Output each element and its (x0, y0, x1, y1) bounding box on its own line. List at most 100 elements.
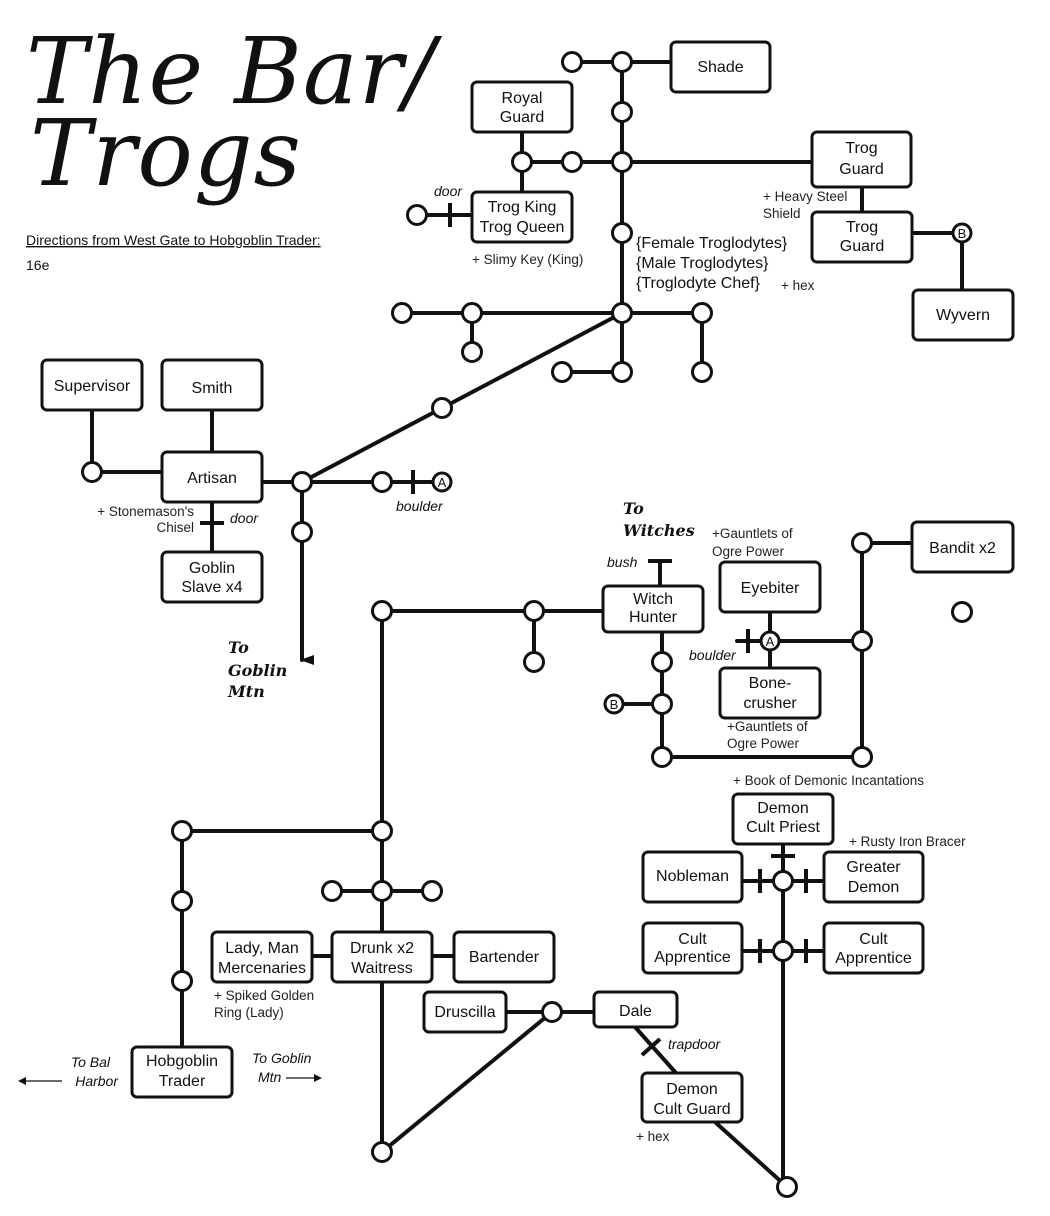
room-trog-king-label-2: Trog Queen (480, 219, 565, 236)
to-goblin-mtn-line2: Goblin (228, 661, 287, 680)
room-artisan-label: Artisan (187, 470, 237, 487)
to-bal-harbor-line2: Harbor (75, 1073, 119, 1089)
note-gauntlets-2a: +Gauntlets of (727, 719, 808, 734)
room-witch-hunter-label-1: Witch (633, 591, 673, 608)
room-supervisor-label: Supervisor (54, 378, 131, 395)
svg-text:A: A (438, 475, 447, 490)
room-goblin-slave-label-2: Slave x4 (181, 579, 242, 596)
room-lady-man-label-2: Mercenaries (218, 960, 306, 977)
monster-group: {Female Troglodytes} {Male Troglodytes} … (636, 235, 788, 292)
arrow-left-bal-harbor (18, 1077, 62, 1085)
note-hex-guard: + hex (636, 1129, 670, 1144)
room-hobgoblin-trader: Hobgoblin Trader (130, 1045, 234, 1099)
to-witches-line1: To (623, 499, 644, 518)
room-demon-cult-guard-label-2: Cult Guard (653, 1101, 730, 1118)
room-royal-guard-label-1: Royal (502, 90, 543, 107)
note-chisel-1: + Stonemason's (97, 504, 194, 519)
room-goblin-slave-label-1: Goblin (189, 560, 235, 577)
room-trog-guard-2: Trog Guard (810, 210, 914, 264)
room-eyebiter: Eyebiter (718, 560, 822, 614)
note-gauntlets-1a: +Gauntlets of (712, 526, 793, 541)
room-smith: Smith (160, 358, 264, 412)
room-dale-label: Dale (619, 1003, 652, 1020)
directions-value: 16e (26, 257, 50, 273)
marker-a-boulder: A (431, 471, 453, 493)
room-eyebiter-label: Eyebiter (741, 580, 800, 597)
boulder-label-1: boulder (396, 498, 444, 514)
room-trog-guard-2-label-2: Guard (840, 238, 884, 255)
room-cult-apprentice-1: Cult Apprentice (641, 921, 744, 975)
room-shade: Shade (669, 40, 772, 94)
svg-text:B: B (958, 226, 967, 241)
note-gauntlets-1b: Ogre Power (712, 544, 785, 559)
map-title-line2: Trogs (30, 100, 302, 207)
room-bartender: Bartender (452, 930, 556, 984)
room-supervisor: Supervisor (40, 358, 144, 412)
room-drunk-label-2: Waitress (351, 960, 413, 977)
monster-troglodyte-chef: {Troglodyte Chef} (636, 275, 761, 292)
to-goblin-mtn-line3: Mtn (227, 682, 265, 701)
room-drunk-label-1: Drunk x2 (350, 940, 414, 957)
to-goblin-mtn-line1: To (228, 638, 249, 657)
door-label-goblin-slave: door (230, 510, 259, 526)
room-bandit: Bandit x2 (910, 520, 1015, 574)
monster-male-troglodytes: {Male Troglodytes} (636, 255, 769, 272)
room-cult-apprentice-1-label-2: Apprentice (654, 949, 731, 966)
room-hobgoblin-trader-label-2: Trader (159, 1073, 206, 1090)
room-demon-cult-priest-label-2: Cult Priest (746, 819, 820, 836)
room-cult-apprentice-2: Cult Apprentice (822, 921, 925, 975)
marker-b-witch: B (603, 693, 625, 715)
room-bandit-label: Bandit x2 (929, 540, 996, 557)
room-goblin-slave: Goblin Slave x4 (160, 550, 264, 604)
bush-label: bush (607, 554, 638, 570)
to-goblin-mtn-2-line1: To Goblin (252, 1050, 312, 1066)
note-chisel-2: Chisel (156, 520, 194, 535)
note-heavy-shield-1: + Heavy Steel (763, 189, 847, 204)
room-bartender-label: Bartender (469, 949, 540, 966)
note-hex-chef: + hex (781, 278, 815, 293)
room-witch-hunter-label-2: Hunter (629, 609, 678, 626)
room-trog-king-label-1: Trog King (488, 199, 557, 216)
note-book: + Book of Demonic Incantations (733, 773, 924, 788)
to-witches-line2: Witches (623, 521, 695, 540)
obstacle-bars (200, 203, 808, 1057)
room-artisan: Artisan (160, 450, 264, 504)
room-trog-guard-1-label-1: Trog (845, 140, 877, 157)
room-demon-cult-guard-label-1: Demon (666, 1081, 718, 1098)
svg-text:B: B (610, 697, 619, 712)
room-drunk-waitress: Drunk x2 Waitress (330, 930, 434, 984)
room-trog-guard-1: Trog Guard (810, 130, 913, 189)
marker-b-trog: B (951, 222, 973, 244)
room-bonecrusher: Bone- crusher (718, 666, 822, 720)
room-greater-demon-label-2: Demon (848, 879, 900, 896)
note-heavy-shield-2: Shield (763, 206, 801, 221)
room-cult-apprentice-2-label-1: Cult (859, 931, 888, 948)
room-bonecrusher-label-1: Bone- (749, 675, 792, 692)
note-gauntlets-2b: Ogre Power (727, 736, 800, 751)
room-trog-guard-2-label-1: Trog (846, 219, 878, 236)
room-druscilla-label: Druscilla (434, 1004, 495, 1021)
svg-text:A: A (766, 634, 775, 649)
room-trog-king: Trog King Trog Queen (470, 190, 574, 244)
trapdoor-label: trapdoor (668, 1036, 721, 1052)
room-royal-guard-label-2: Guard (500, 109, 544, 126)
room-cult-apprentice-1-label-1: Cult (678, 931, 707, 948)
room-lady-man-mercenaries: Lady, Man Mercenaries (210, 930, 314, 984)
room-dale: Dale (592, 990, 679, 1029)
map-title-line1: The Bar/ (26, 18, 443, 125)
door-label-trog-king: door (434, 183, 463, 199)
note-ring-2: Ring (Lady) (214, 1005, 284, 1020)
room-hobgoblin-trader-label-1: Hobgoblin (146, 1053, 218, 1070)
room-nobleman: Nobleman (641, 850, 744, 904)
room-trog-guard-1-label-2: Guard (839, 161, 883, 178)
nodes (81, 51, 973, 1198)
room-demon-cult-priest: Demon Cult Priest (731, 792, 835, 846)
arrow-right-goblin-mtn (286, 1074, 322, 1082)
note-slimy-key: + Slimy Key (King) (472, 252, 583, 267)
room-nobleman-label: Nobleman (656, 868, 729, 885)
note-bracer: + Rusty Iron Bracer (849, 834, 966, 849)
room-greater-demon-label-1: Greater (846, 859, 901, 876)
note-ring-1: + Spiked Golden (214, 988, 314, 1003)
room-cult-apprentice-2-label-2: Apprentice (835, 950, 912, 967)
